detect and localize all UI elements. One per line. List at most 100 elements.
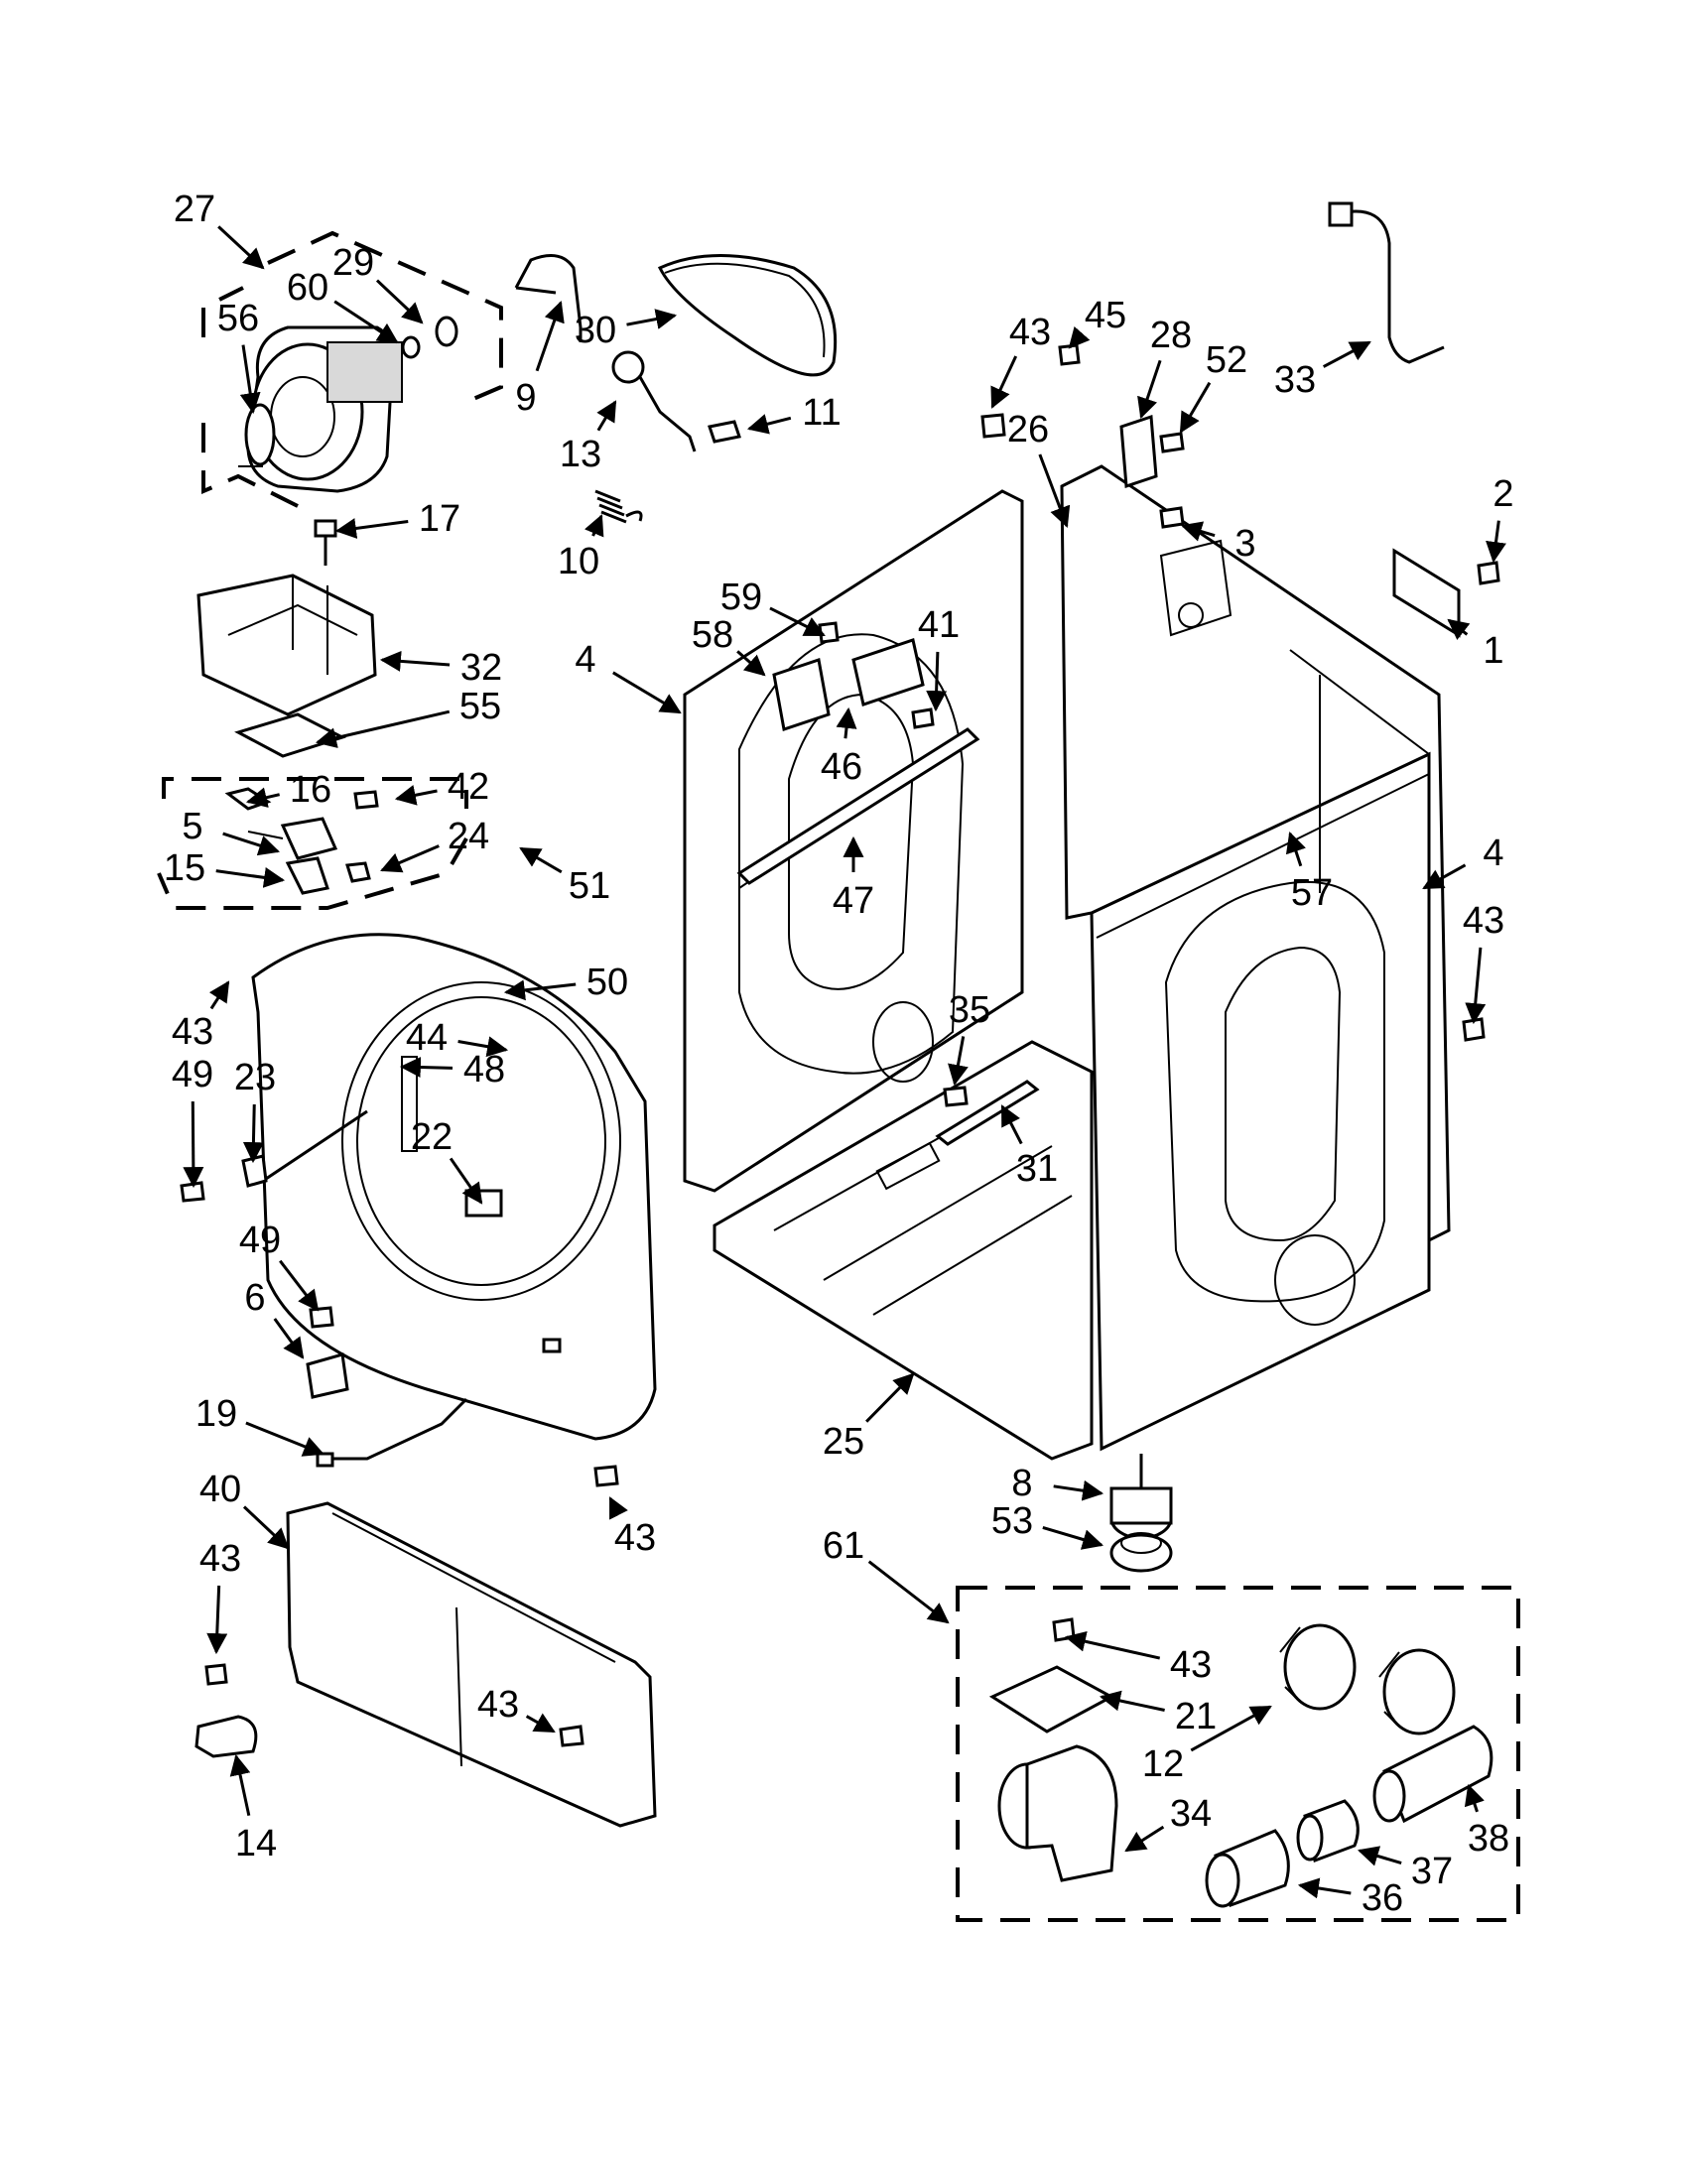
leader-line-c37 <box>1357 1846 1402 1866</box>
callout-label-c36: 36 <box>1362 1877 1403 1919</box>
callout-label-c44: 44 <box>406 1017 448 1059</box>
callout-label-c4a: 4 <box>575 639 595 681</box>
front-panel-part <box>251 933 657 1441</box>
leader-line-c2 <box>1486 520 1506 564</box>
callout-label-c11: 11 <box>802 392 841 434</box>
leader-line-c6 <box>273 1318 305 1359</box>
callout-label-c29: 29 <box>332 242 374 284</box>
vent-plate-part <box>988 1665 1115 1734</box>
leader-line-c16 <box>245 787 280 808</box>
leader-line-c17 <box>334 518 409 539</box>
vent-hood-b-part <box>1378 1648 1456 1735</box>
screw-43c-part <box>204 1663 228 1686</box>
leader-line-c33 <box>1322 340 1371 368</box>
screw-43e-part <box>980 413 1006 439</box>
callout-label-c58: 58 <box>692 614 733 656</box>
leader-line-c43f <box>1465 947 1487 1025</box>
callout-label-c1: 1 <box>1483 630 1503 672</box>
vent-tube-37-part <box>1296 1799 1360 1863</box>
drum-belt-part <box>657 254 838 377</box>
screw-49b-part <box>309 1306 334 1329</box>
callout-label-c9: 9 <box>515 377 536 419</box>
leader-line-c5 <box>222 832 280 856</box>
leader-line-c40 <box>242 1505 290 1550</box>
callout-label-c43d: 43 <box>477 1684 519 1726</box>
screw-59-part <box>818 621 840 644</box>
leader-line-c59 <box>769 606 826 637</box>
leader-line-c52 <box>1179 381 1212 434</box>
leg-pad-part <box>1109 1532 1173 1573</box>
callout-label-c43g: 43 <box>1170 1644 1212 1686</box>
callout-label-c56: 56 <box>217 298 259 339</box>
leader-line-c53 <box>1042 1526 1104 1550</box>
leader-line-c49b <box>279 1259 320 1312</box>
leader-line-c22 <box>449 1157 483 1205</box>
leader-line-c30 <box>626 309 678 329</box>
callout-label-c19: 19 <box>195 1393 237 1435</box>
callout-label-c33: 33 <box>1274 359 1316 401</box>
callout-label-c28: 28 <box>1150 315 1192 356</box>
channel-part <box>736 727 980 885</box>
leader-line-c56 <box>239 344 261 415</box>
screw-42-part <box>353 790 379 810</box>
leader-line-c28 <box>1137 359 1162 419</box>
component-58-part <box>772 658 831 731</box>
screw-45-part <box>1058 343 1081 366</box>
leader-line-c4a <box>612 671 682 714</box>
vent-tube-36-part <box>1205 1829 1290 1908</box>
callout-label-c57: 57 <box>1291 872 1333 914</box>
component-41-part <box>851 638 925 707</box>
callout-label-c35: 35 <box>949 989 990 1031</box>
leader-line-c21 <box>1099 1690 1165 1712</box>
screw-3-part <box>1159 506 1185 529</box>
toe-panel-part <box>286 1501 657 1828</box>
callout-label-c3: 3 <box>1234 523 1255 565</box>
callout-label-c48: 48 <box>463 1049 505 1091</box>
drive-motor-part <box>238 325 403 493</box>
callout-label-c52: 52 <box>1206 339 1247 381</box>
callout-label-c60: 60 <box>287 267 328 309</box>
callout-label-c59: 59 <box>720 577 762 618</box>
callout-label-c27: 27 <box>174 189 215 230</box>
leader-line-c61 <box>867 1560 950 1624</box>
leader-line-c43g <box>1064 1630 1161 1660</box>
leader-line-c26 <box>1038 453 1071 528</box>
callout-label-c8: 8 <box>1011 1463 1032 1504</box>
leader-line-c15 <box>215 866 286 888</box>
callout-label-c45: 45 <box>1085 295 1126 336</box>
leader-line-c14 <box>229 1753 251 1817</box>
callout-label-c43e: 43 <box>1009 312 1051 353</box>
leader-line-c36 <box>1297 1877 1352 1899</box>
leader-line-c60 <box>333 300 399 344</box>
screw-52-part <box>1159 432 1185 453</box>
callout-label-c43b: 43 <box>614 1517 656 1559</box>
leader-line-c55 <box>315 709 451 748</box>
callout-label-c13: 13 <box>560 434 601 475</box>
shoulder-bolt-part <box>708 420 741 444</box>
exhaust-elbow-part <box>997 1744 1118 1882</box>
leader-line-c35 <box>948 1036 969 1087</box>
group-51-box <box>157 777 468 910</box>
leader-line-c43b <box>608 1496 628 1520</box>
callout-label-c14: 14 <box>235 1823 277 1864</box>
leader-line-c34 <box>1124 1825 1165 1853</box>
callout-label-c38: 38 <box>1468 1818 1509 1860</box>
callout-label-c5: 5 <box>182 806 202 847</box>
vent-tube-38-part <box>1372 1725 1493 1824</box>
leader-line-c43c <box>206 1585 228 1655</box>
callout-label-c10: 10 <box>558 541 599 582</box>
leader-line-c49a <box>183 1100 204 1189</box>
leader-line-c23 <box>242 1103 264 1164</box>
callout-label-c43a: 43 <box>172 1011 213 1053</box>
leader-23-wire <box>262 1109 368 1183</box>
callout-label-c49a: 49 <box>172 1054 213 1095</box>
leader-line-c1 <box>1447 618 1471 640</box>
leader-line-c12 <box>1190 1705 1272 1752</box>
callout-label-c46: 46 <box>821 746 862 788</box>
leader-line-c57 <box>1285 832 1306 867</box>
callout-label-c47: 47 <box>833 880 874 922</box>
screw-2-part <box>1477 561 1500 585</box>
leader-line-c25 <box>865 1372 915 1423</box>
screw-43b-part <box>593 1465 619 1487</box>
terminal-block-28-part <box>1119 414 1158 489</box>
